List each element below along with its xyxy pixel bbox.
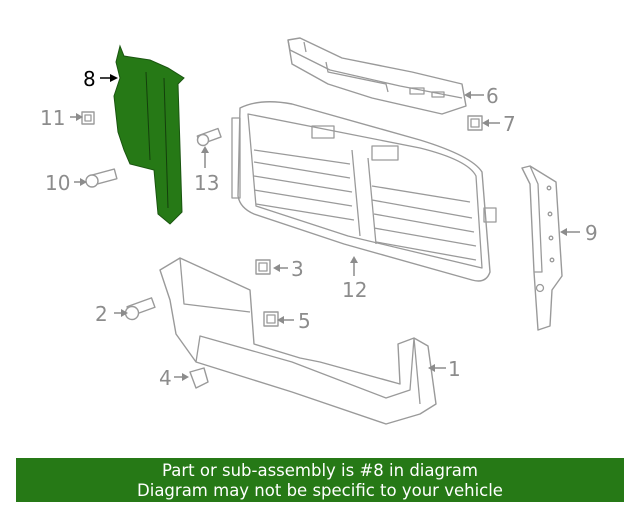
callout-11: 11 <box>40 106 65 130</box>
part-2-bolt <box>124 297 156 321</box>
callout-13: 13 <box>194 171 219 195</box>
callout-2: 2 <box>95 302 108 326</box>
part-11-clip <box>81 111 95 125</box>
callout-6: 6 <box>486 84 499 108</box>
part-4-clip <box>189 367 209 389</box>
part-6-upper-cover <box>287 37 467 115</box>
callout-4: 4 <box>159 366 172 390</box>
callout-7: 7 <box>503 112 516 136</box>
part-12-grille-shutter <box>231 101 497 282</box>
banner-line-1: Part or sub-assembly is #8 in diagram <box>162 461 478 480</box>
info-banner: Part or sub-assembly is #8 in diagram Di… <box>16 458 624 502</box>
leader-lines <box>70 74 580 381</box>
parts-diagram: 1 2 3 4 5 6 7 8 9 10 11 12 13 <box>40 37 598 425</box>
callout-8: 8 <box>83 67 96 91</box>
callout-1: 1 <box>448 357 461 381</box>
banner-line-2: Diagram may not be specific to your vehi… <box>137 481 503 500</box>
part-8-air-deflector-highlighted <box>113 44 185 225</box>
callout-12: 12 <box>342 278 367 302</box>
part-9-side-bracket <box>521 165 563 331</box>
part-10-bolt <box>85 168 118 188</box>
callout-3: 3 <box>291 257 304 281</box>
part-1-lower-deflector <box>159 257 437 425</box>
part-3-clip <box>255 259 271 275</box>
part-13-bolt <box>196 127 222 147</box>
part-5-clip <box>263 311 279 327</box>
part-7-clip <box>467 115 483 131</box>
callout-9: 9 <box>585 221 598 245</box>
callout-5: 5 <box>298 309 311 333</box>
callout-10: 10 <box>45 171 70 195</box>
